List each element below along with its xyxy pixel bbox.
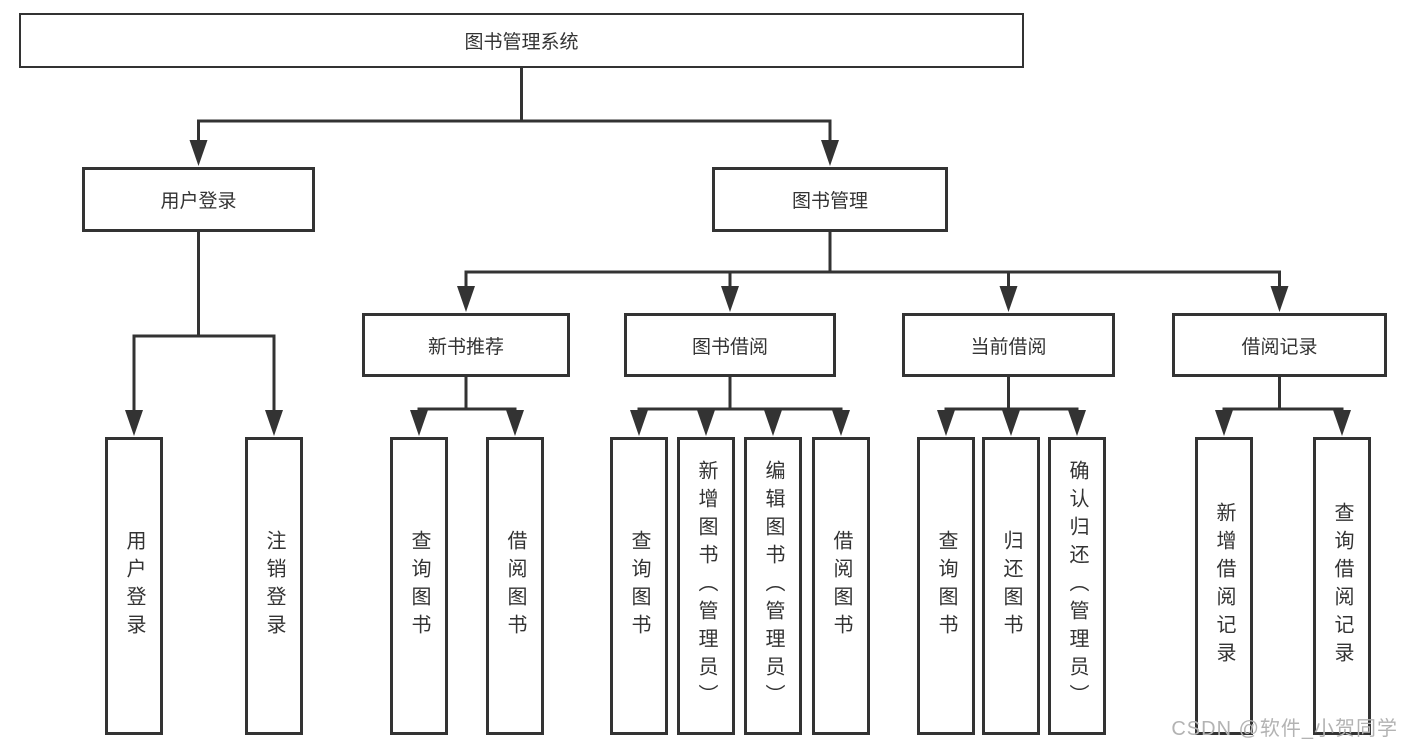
leaf-label: 查询图书 [628, 530, 650, 642]
arrow-icon [1215, 410, 1233, 436]
leaf-add-borrow-record: 新增借阅记录 [1195, 437, 1253, 735]
node-book-management-branch: 图书管理 [712, 167, 948, 232]
arrow-icon [457, 286, 475, 312]
arrow-icon [1002, 410, 1020, 436]
node-user-login-branch: 用户登录 [82, 167, 315, 232]
arrow-icon [999, 286, 1018, 312]
arrow-icon [189, 140, 208, 166]
node-book-borrowing: 图书借阅 [624, 313, 836, 377]
arrow-icon [1333, 410, 1351, 436]
arrow-icon [1270, 286, 1289, 312]
leaf-label: 查询图书 [935, 530, 957, 642]
leaf-label: 用户登录 [123, 530, 145, 642]
node-library-management-system: 图书管理系统 [19, 13, 1024, 68]
node-current-borrowing: 当前借阅 [902, 313, 1115, 377]
node-new-book-recommend: 新书推荐 [362, 313, 570, 377]
leaf-add-book-admin: 新增图书（管理员） [677, 437, 735, 735]
leaf-label: 查询图书 [408, 530, 430, 642]
leaf-user-login: 用户登录 [105, 437, 163, 735]
leaf-label: 归还图书 [1000, 530, 1022, 642]
leaf-query-books-recommend: 查询图书 [390, 437, 448, 735]
leaf-logout: 注销登录 [245, 437, 303, 735]
leaf-label: 新增借阅记录 [1213, 502, 1235, 670]
arrow-icon [1068, 410, 1086, 436]
node-borrowing-records: 借阅记录 [1172, 313, 1387, 377]
leaf-query-books-current: 查询图书 [917, 437, 975, 735]
arrow-icon [125, 410, 143, 436]
leaf-query-books-borrowing: 查询图书 [610, 437, 668, 735]
arrow-icon [506, 410, 524, 436]
leaf-label: 借阅图书 [830, 530, 852, 642]
leaf-borrow-books-borrowing: 借阅图书 [812, 437, 870, 735]
leaf-label: 新增图书（管理员） [695, 460, 717, 712]
leaf-label: 查询借阅记录 [1331, 502, 1353, 670]
leaf-confirm-return-admin: 确认归还（管理员） [1048, 437, 1106, 735]
arrow-icon [410, 410, 428, 436]
arrow-icon [821, 140, 839, 166]
leaf-edit-book-admin: 编辑图书（管理员） [744, 437, 802, 735]
arrow-icon [697, 410, 715, 436]
leaf-label: 借阅图书 [504, 530, 526, 642]
arrow-icon [630, 410, 648, 436]
arrow-icon [832, 410, 850, 436]
watermark: CSDN @软件_小贺同学 [1171, 718, 1398, 740]
leaf-query-borrow-record: 查询借阅记录 [1313, 437, 1371, 735]
arrow-icon [721, 286, 739, 312]
arrow-icon [937, 410, 955, 436]
arrow-icon [764, 410, 782, 436]
leaf-label: 编辑图书（管理员） [762, 460, 784, 712]
arrow-icon [265, 410, 283, 436]
leaf-label: 确认归还（管理员） [1066, 460, 1088, 712]
leaf-label: 注销登录 [263, 530, 285, 642]
leaf-return-book: 归还图书 [982, 437, 1040, 735]
leaf-borrow-books-recommend: 借阅图书 [486, 437, 544, 735]
